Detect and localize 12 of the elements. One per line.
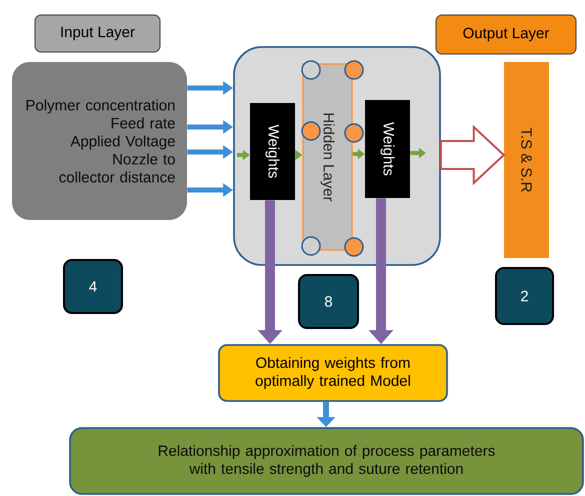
weights-box: Weights [365, 100, 410, 198]
process-box: Obtaining weights from optimally trained Model [218, 344, 448, 402]
layer-label: Input Layer [34, 14, 160, 52]
count-box: 8 [298, 274, 359, 329]
input-box: Polymer concentration Feed rate Applied Voltage Nozzle to collector distance [12, 62, 187, 220]
layer-label: Output Layer [436, 14, 576, 54]
output-bar: T.S & S.R [504, 62, 549, 258]
result-box: Relationship approximation of process parameters with tensile strength and suture retention [69, 427, 584, 495]
weights-box: Weights [250, 103, 295, 200]
count-box: 4 [63, 259, 123, 314]
arrow [440, 124, 506, 186]
count-box: 2 [495, 267, 554, 325]
